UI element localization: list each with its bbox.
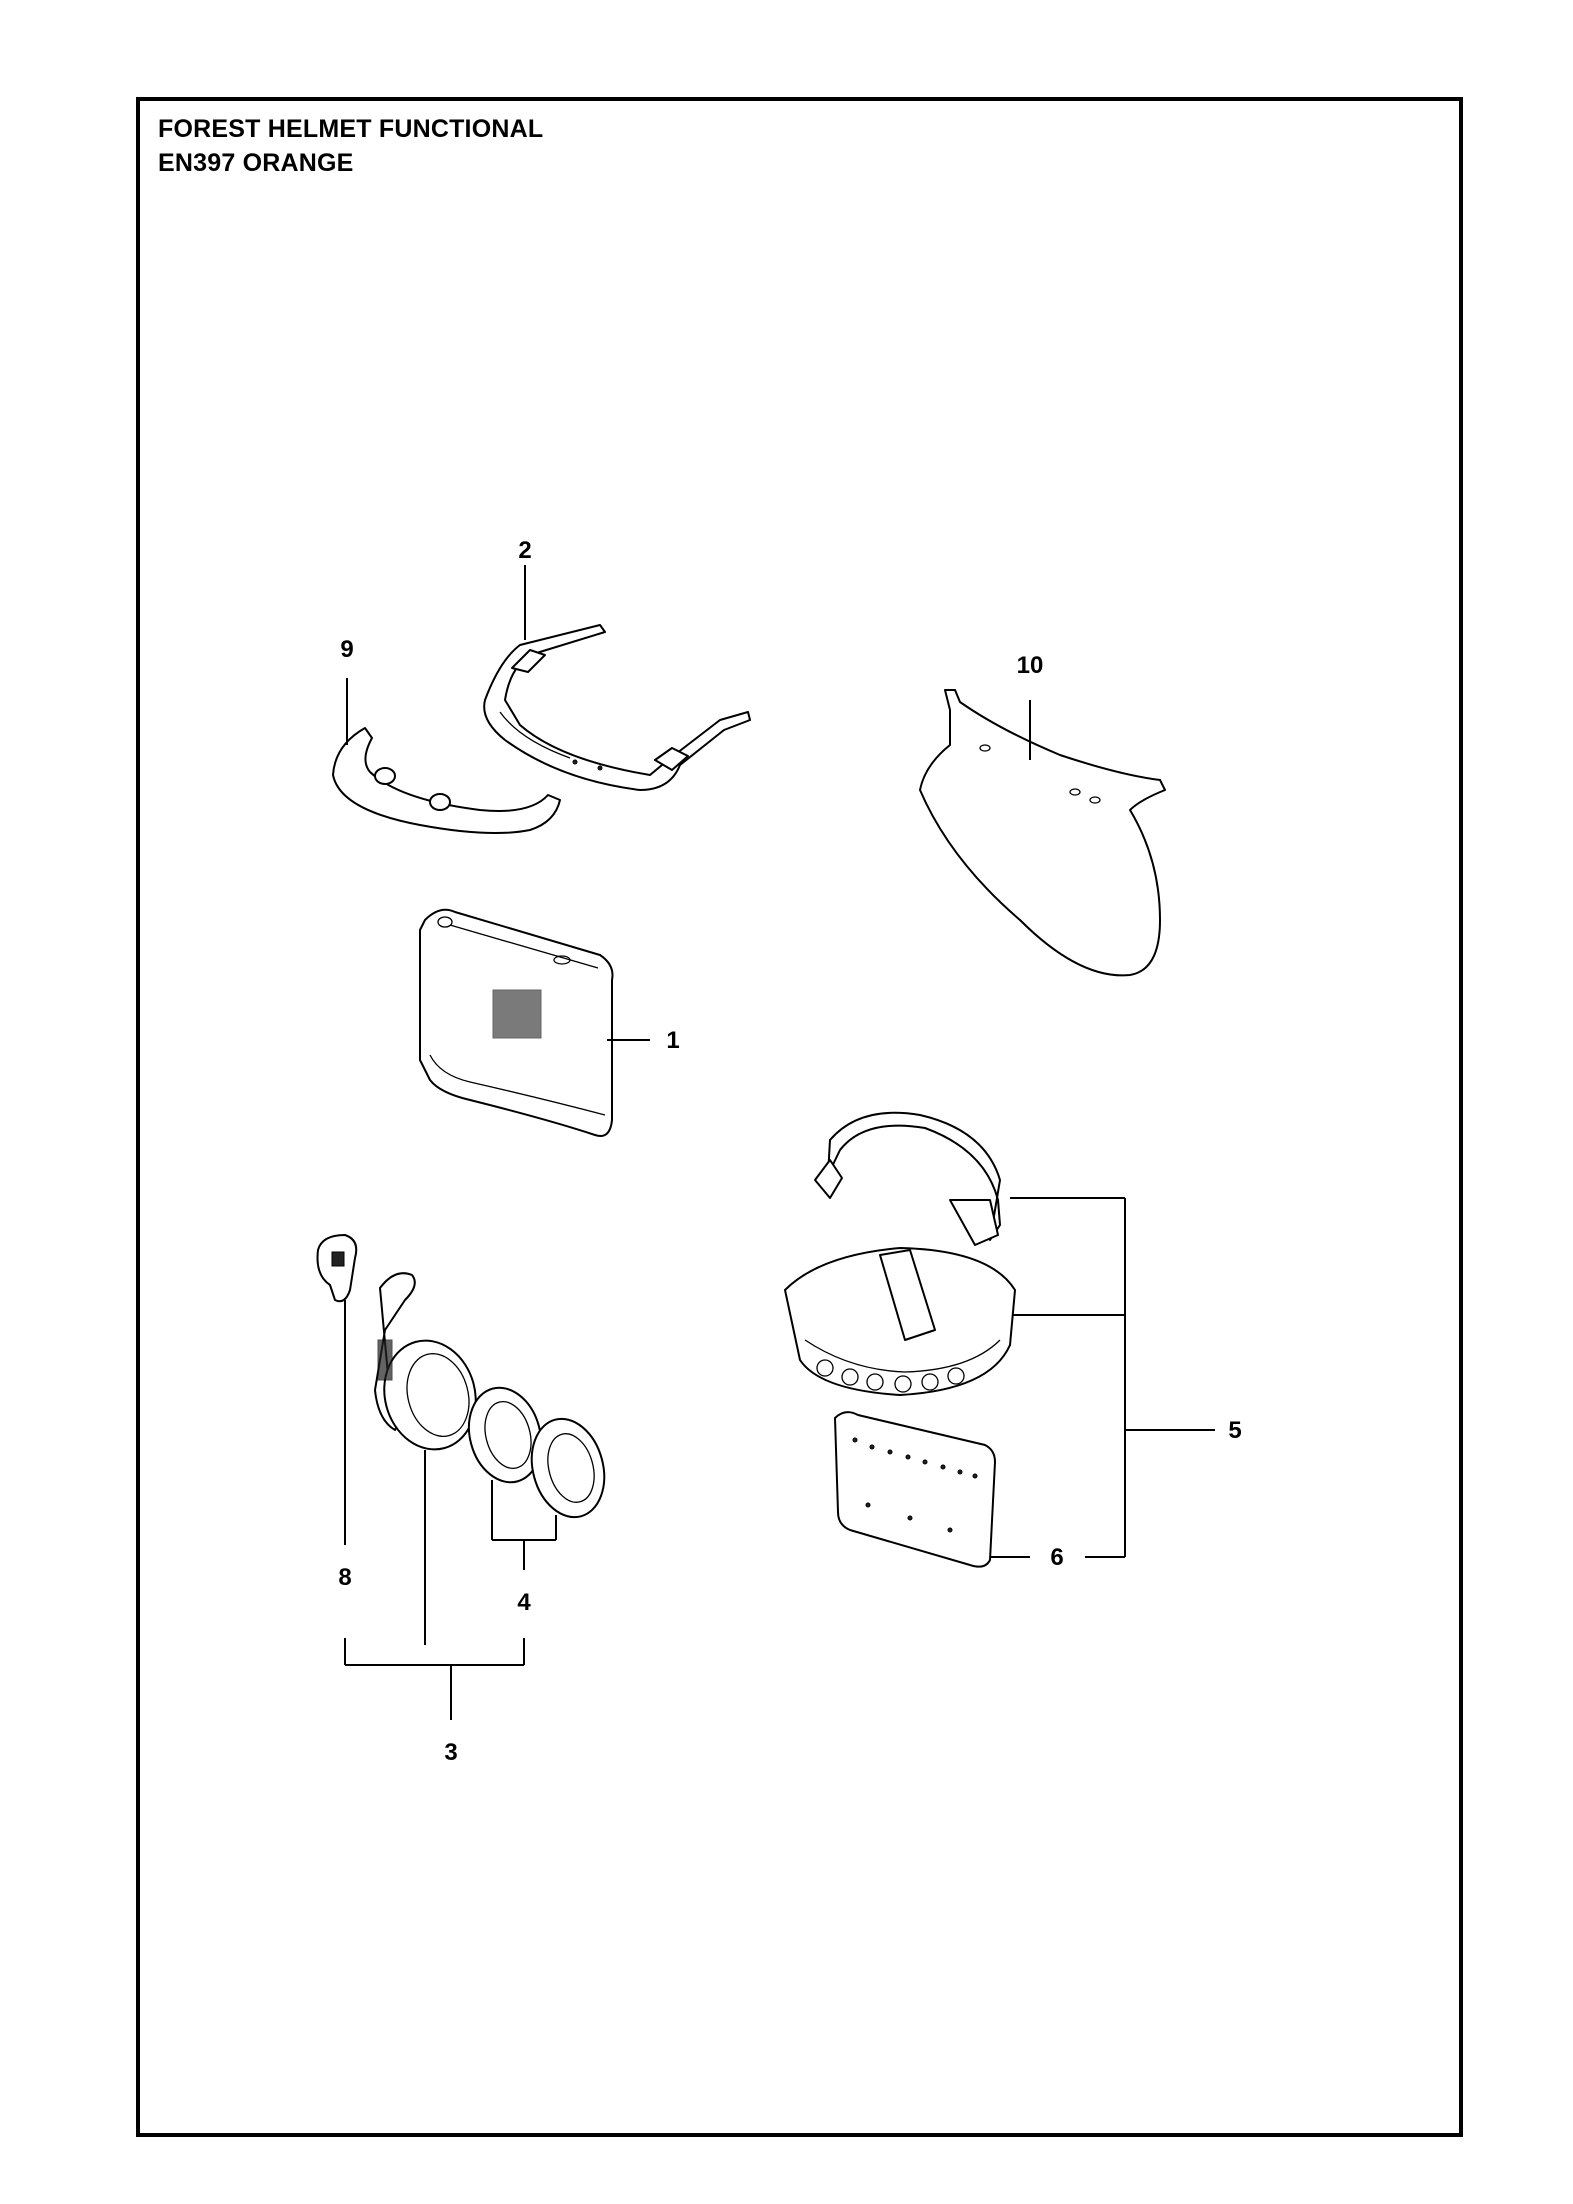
callout-8: 8 [338, 1564, 351, 1591]
part-8-bracket [316, 1234, 358, 1303]
callout-3: 3 [444, 1739, 457, 1766]
diagram-title: FOREST HELMET FUNCTIONAL EN397 ORANGE [158, 112, 543, 180]
part-5-harness [784, 1111, 1016, 1396]
part-3-earmuff-cup [374, 1272, 477, 1451]
part-4-cushions [467, 1386, 606, 1519]
callout-10: 10 [1017, 652, 1044, 679]
callout-labels: 2 9 10 1 5 6 8 4 3 [338, 537, 1241, 1766]
callout-1: 1 [666, 1027, 679, 1054]
part-10-flap [919, 689, 1166, 977]
leader-lines [344, 565, 1215, 1720]
callout-9: 9 [340, 636, 353, 663]
part-1-mesh-visor [419, 908, 614, 1137]
drawing-frame [136, 97, 1463, 2137]
callout-4: 4 [517, 1589, 531, 1616]
title-line-2: EN397 ORANGE [158, 149, 354, 177]
callout-5: 5 [1228, 1417, 1241, 1444]
title-line-1: FOREST HELMET FUNCTIONAL [158, 115, 544, 143]
callout-6: 6 [1050, 1544, 1063, 1571]
callout-2: 2 [518, 537, 531, 564]
part-2-visor-holder [483, 624, 751, 791]
part-9-peak [332, 727, 561, 835]
part-6-sweatband [834, 1411, 996, 1568]
